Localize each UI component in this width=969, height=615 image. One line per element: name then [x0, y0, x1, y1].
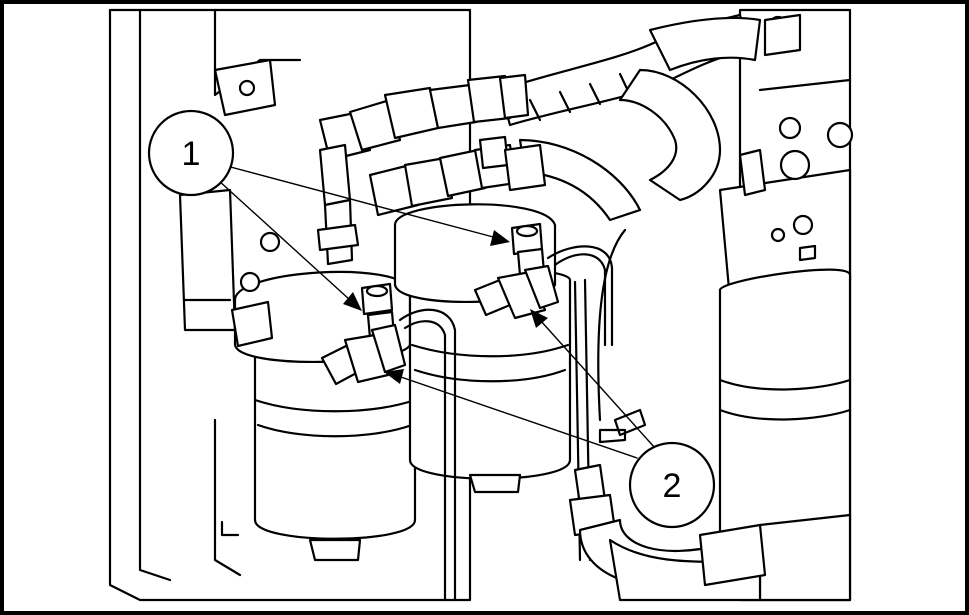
leader-lines [217, 164, 656, 459]
hose-fittings [316, 73, 547, 266]
arrowhead-1-upper [490, 230, 510, 246]
right-housing [718, 8, 854, 602]
callout-2: 2 [628, 441, 716, 529]
upper-hoses [498, 13, 762, 222]
leader-1-lower [217, 179, 351, 301]
leader-2-right [539, 319, 656, 449]
callout-1: 1 [147, 109, 235, 197]
arrowhead-1-lower [343, 292, 362, 311]
leader-1-upper [222, 164, 498, 239]
left-fuel-filter [230, 231, 417, 562]
callout-1-label: 1 [182, 135, 201, 173]
leader-2-left [397, 375, 638, 459]
callout-2-label: 2 [663, 467, 682, 505]
banjo-bolts [320, 264, 560, 386]
arrowhead-2-right [530, 309, 548, 328]
lower-hoses [568, 228, 767, 602]
arrowhead-2-left [384, 369, 404, 384]
bleed-screws [360, 222, 546, 340]
right-fuel-filter [393, 203, 572, 494]
